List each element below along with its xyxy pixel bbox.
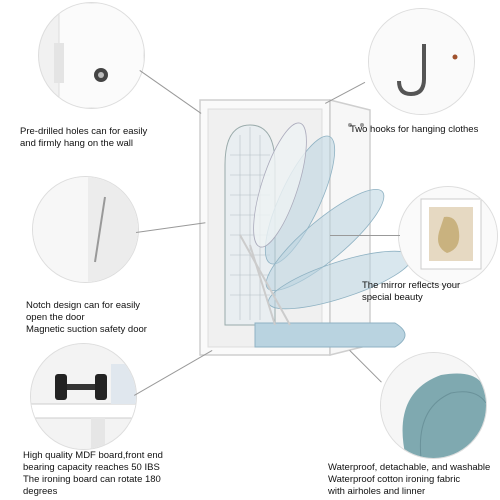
caption-hooks: Two hooks for hanging clothes (350, 124, 500, 136)
detail-circle-fabric (380, 352, 487, 459)
detail-circle-notch (32, 176, 139, 283)
caption-mirror-line2: special beauty (362, 292, 423, 303)
caption-mdf-line3: The ironing board can rotate 180 (23, 474, 161, 485)
caption-notch-line2: open the door (26, 312, 85, 323)
caption-mdf-line2: bearing capacity reaches 50 IBS (23, 462, 160, 473)
caption-holes-line2: and firmly hang on the wall (20, 138, 134, 149)
caption-mdf-line4: degrees (23, 486, 58, 497)
caption-notch: Notch design can for easily open the doo… (26, 300, 206, 336)
connector-line-mirror (330, 235, 400, 236)
caption-holes-line1: Pre-drilled holes can for easily (20, 126, 148, 137)
ironing-cabinet-graphic (199, 99, 412, 356)
caption-fabric-line3: with airholes and linner (328, 486, 426, 497)
detail-circle-holes (38, 2, 145, 109)
fabric-graphic (381, 353, 486, 458)
dumbbell-icon (31, 344, 136, 449)
caption-mdf: High quality MDF board,front end bearing… (23, 450, 223, 498)
caption-mirror-line1: The mirror reflects your (362, 280, 461, 291)
caption-holes: Pre-drilled holes can for easily and fir… (20, 126, 200, 150)
mirror-graphic (399, 187, 497, 285)
detail-circle-hooks (368, 8, 475, 115)
detail-circle-mdf (30, 343, 137, 450)
connector-line-holes (139, 70, 202, 114)
caption-fabric: Waterproof, detachable, and washable Wat… (328, 462, 500, 498)
caption-notch-line3: Magnetic suction safety door (26, 324, 147, 335)
door-notch-graphic (33, 177, 138, 282)
detail-circle-mirror (398, 186, 498, 286)
product-illustration (180, 95, 420, 375)
caption-fabric-line1: Waterproof, detachable, and washable (328, 462, 491, 473)
caption-mdf-line1: High quality MDF board,front end (23, 450, 163, 461)
caption-notch-line1: Notch design can for easily (26, 300, 141, 311)
cabinet-corner-graphic (54, 3, 144, 108)
caption-hooks-line1: Two hooks for hanging clothes (350, 124, 479, 135)
hook-icon (369, 9, 474, 114)
caption-mirror: The mirror reflects your special beauty (362, 280, 500, 304)
caption-fabric-line2: Waterproof cotton ironing fabric (328, 474, 461, 485)
